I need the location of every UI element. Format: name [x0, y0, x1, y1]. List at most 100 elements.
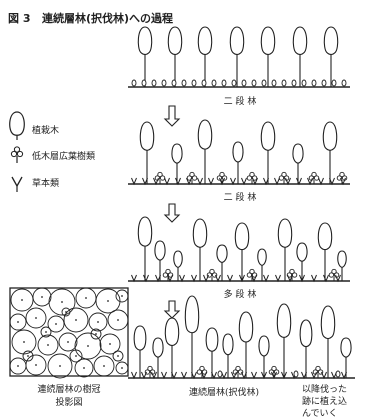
grass-icon: [263, 177, 269, 186]
grass-icon: [341, 371, 347, 380]
stem-dot: [35, 364, 37, 366]
grass-icon: [329, 177, 335, 186]
tree-icon: [292, 143, 304, 184]
tree-icon: [317, 222, 333, 281]
grass-icon: [153, 177, 159, 186]
seedling-icon: [281, 79, 287, 87]
crown-circle: [40, 326, 52, 338]
down-arrow-icon: [163, 300, 181, 319]
grass-icon: [231, 371, 237, 380]
tree-icon: [292, 26, 308, 87]
grass-icon: [141, 371, 147, 380]
grass-icon: [191, 371, 197, 380]
grass-icon: [230, 177, 236, 186]
tree-icon: [192, 218, 208, 281]
shrub-icon: [196, 365, 208, 378]
grass-icon: [167, 274, 173, 283]
tree-icon: [133, 325, 147, 378]
grass-icon: [175, 177, 181, 186]
seedling-icon: [181, 79, 187, 87]
grass-icon: [131, 274, 137, 283]
shrub-icon: [246, 171, 258, 184]
grass-icon: [301, 371, 307, 380]
shrub-icon: [268, 365, 280, 378]
stem-dot: [95, 333, 97, 335]
crown-circle: [47, 353, 73, 379]
grass-icon: [285, 177, 291, 186]
stem-dot: [17, 321, 19, 323]
seedling-icon: [341, 79, 347, 87]
tree-icon: [152, 337, 164, 378]
stage-label-4: 連続層林(択伐林): [189, 386, 259, 398]
stage-row-4: [128, 295, 355, 380]
crown-circle: [25, 354, 47, 376]
tree-icon: [222, 333, 234, 378]
stem-dot: [21, 299, 23, 301]
tree-icon: [320, 305, 336, 378]
stem-dot: [87, 345, 89, 347]
tree-icon: [171, 143, 183, 184]
tree-icon: [9, 111, 25, 140]
grass-icon: [211, 371, 217, 380]
crown-circle: [32, 287, 52, 307]
grass-icon: [261, 371, 267, 380]
tree-icon: [137, 216, 153, 281]
grass-icon: [340, 177, 346, 186]
crown-circle: [90, 328, 102, 340]
stem-dot: [109, 343, 111, 345]
seedling-icon: [331, 79, 337, 87]
crown-circle: [58, 332, 78, 352]
grass-icon: [215, 274, 221, 283]
tree-icon: [276, 303, 292, 378]
seedling-icon: [251, 79, 257, 87]
shrub-icon: [186, 171, 198, 184]
grass-icon: [323, 274, 329, 283]
grass-icon: [191, 274, 197, 283]
stem-dot: [55, 323, 57, 325]
crown-circle: [9, 313, 27, 331]
crown-circle: [25, 307, 47, 329]
crown-circle: [61, 307, 71, 317]
grass-icon: [299, 274, 305, 283]
crown-circle: [112, 350, 124, 362]
figure-number: 図 3: [8, 11, 30, 25]
shrub-icon: [312, 365, 324, 378]
crown-circle: [115, 361, 129, 375]
grass-icon: [321, 371, 327, 380]
seedling-icon: [241, 79, 247, 87]
stem-dot: [41, 296, 43, 298]
stem-dot: [47, 344, 49, 346]
stem-dot: [75, 355, 77, 357]
tree-icon: [323, 26, 339, 87]
seedling-icon: [335, 370, 341, 378]
seedling-icon: [191, 79, 197, 87]
crown-circle: [11, 329, 37, 355]
stem-dot: [117, 355, 119, 357]
crown-circle: [74, 332, 102, 360]
shrub-icon: [232, 365, 244, 378]
tree-icon: [258, 335, 270, 378]
inset-caption-line2: 投影図: [55, 396, 82, 408]
stage-row-1: [128, 26, 350, 88]
crown-circle: [93, 355, 115, 377]
down-arrow-icon: [163, 105, 181, 127]
stem-dot: [67, 341, 69, 343]
crown-circle: [88, 312, 108, 332]
grass-icon: [239, 274, 245, 283]
grass-icon: [275, 274, 281, 283]
seedling-icon: [201, 79, 207, 87]
stem-dot: [83, 367, 85, 369]
grass-icon: [131, 371, 137, 380]
stem-dot: [117, 319, 119, 321]
inset-caption-line1: 連続層林の樹冠: [37, 383, 100, 395]
grass-icon: [318, 177, 324, 186]
seedling-icon: [271, 79, 277, 87]
stem-dot: [75, 319, 77, 321]
figure-title: 連続層林(択伐林)への過程: [42, 11, 173, 25]
tree-icon: [277, 218, 293, 281]
crown-circle: [95, 288, 121, 314]
grass-icon: [227, 274, 233, 283]
crown-circle: [99, 333, 121, 355]
stem-dot: [35, 317, 37, 319]
tree-icon: [205, 327, 219, 378]
